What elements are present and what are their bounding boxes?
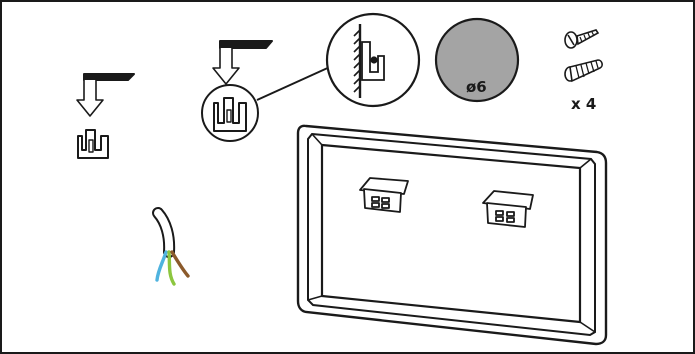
bracket-insert-icon [76, 73, 135, 159]
mounting-box-right-icon [482, 190, 534, 228]
mounting-box-left-icon [359, 177, 409, 213]
drill-hole-icon [434, 17, 520, 103]
diameter-label: ø6 [466, 78, 487, 96]
detail-leader-line [256, 65, 333, 101]
power-cable-icon [152, 207, 190, 286]
appliance-panel-icon [296, 124, 608, 346]
wall-plug-icon [564, 59, 603, 83]
quantity-label: x 4 [571, 95, 596, 113]
screw-icon [564, 29, 600, 49]
bracket-mount-icon [201, 40, 273, 142]
bracket-detail-icon [325, 12, 421, 108]
